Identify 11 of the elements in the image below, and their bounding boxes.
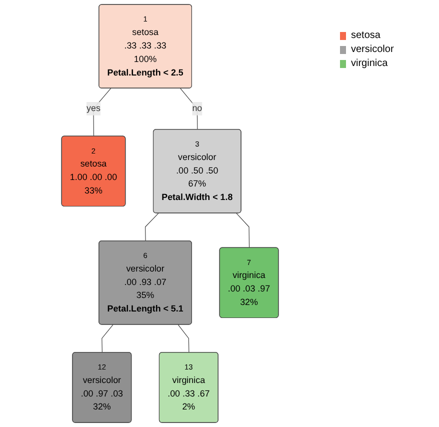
connector — [102, 324, 114, 353]
edge-label: yes — [86, 104, 100, 114]
connector — [180, 88, 198, 130]
legend-label: virginica — [351, 58, 388, 69]
connector — [178, 324, 190, 353]
connector — [93, 88, 112, 137]
connector — [145, 212, 159, 242]
edge-label: no — [192, 104, 202, 114]
legend-label: versicolor — [351, 44, 394, 55]
legend-label: setosa — [351, 30, 380, 41]
connector — [236, 212, 250, 248]
